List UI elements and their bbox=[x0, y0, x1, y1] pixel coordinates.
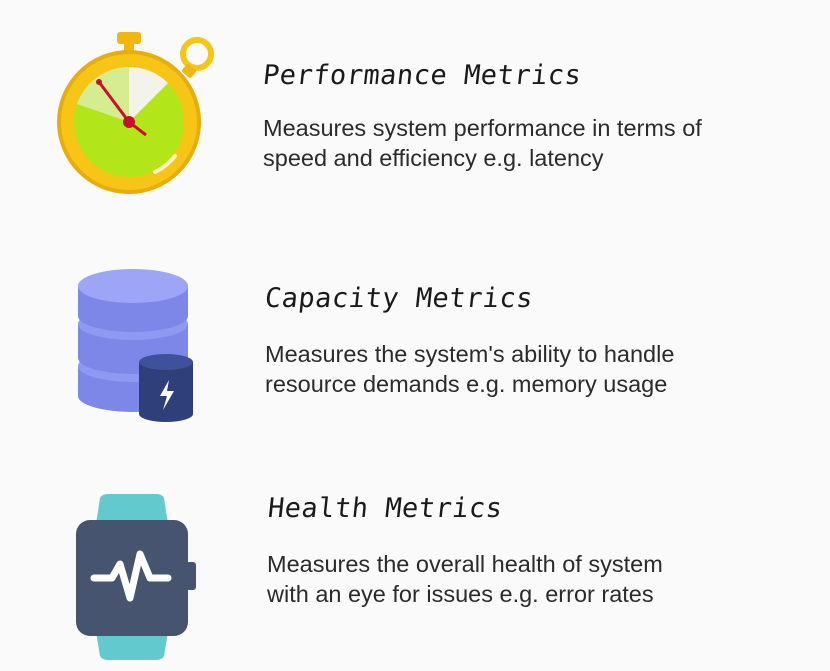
metric-description: Measures the system's ability to handle … bbox=[265, 341, 675, 397]
smartwatch-icon bbox=[76, 494, 196, 660]
metric-title: Health Metrics bbox=[266, 493, 505, 524]
metric-title: Performance Metrics bbox=[261, 60, 583, 91]
stopwatch-icon bbox=[57, 32, 214, 194]
metric-title: Capacity Metrics bbox=[263, 283, 535, 314]
metric-performance: Performance Metrics Measures system perf… bbox=[0, 0, 830, 200]
database-icon bbox=[78, 269, 193, 422]
metric-description: Measures system performance in terms of … bbox=[263, 115, 702, 171]
metric-description: Measures the overall health of system wi… bbox=[267, 551, 663, 607]
